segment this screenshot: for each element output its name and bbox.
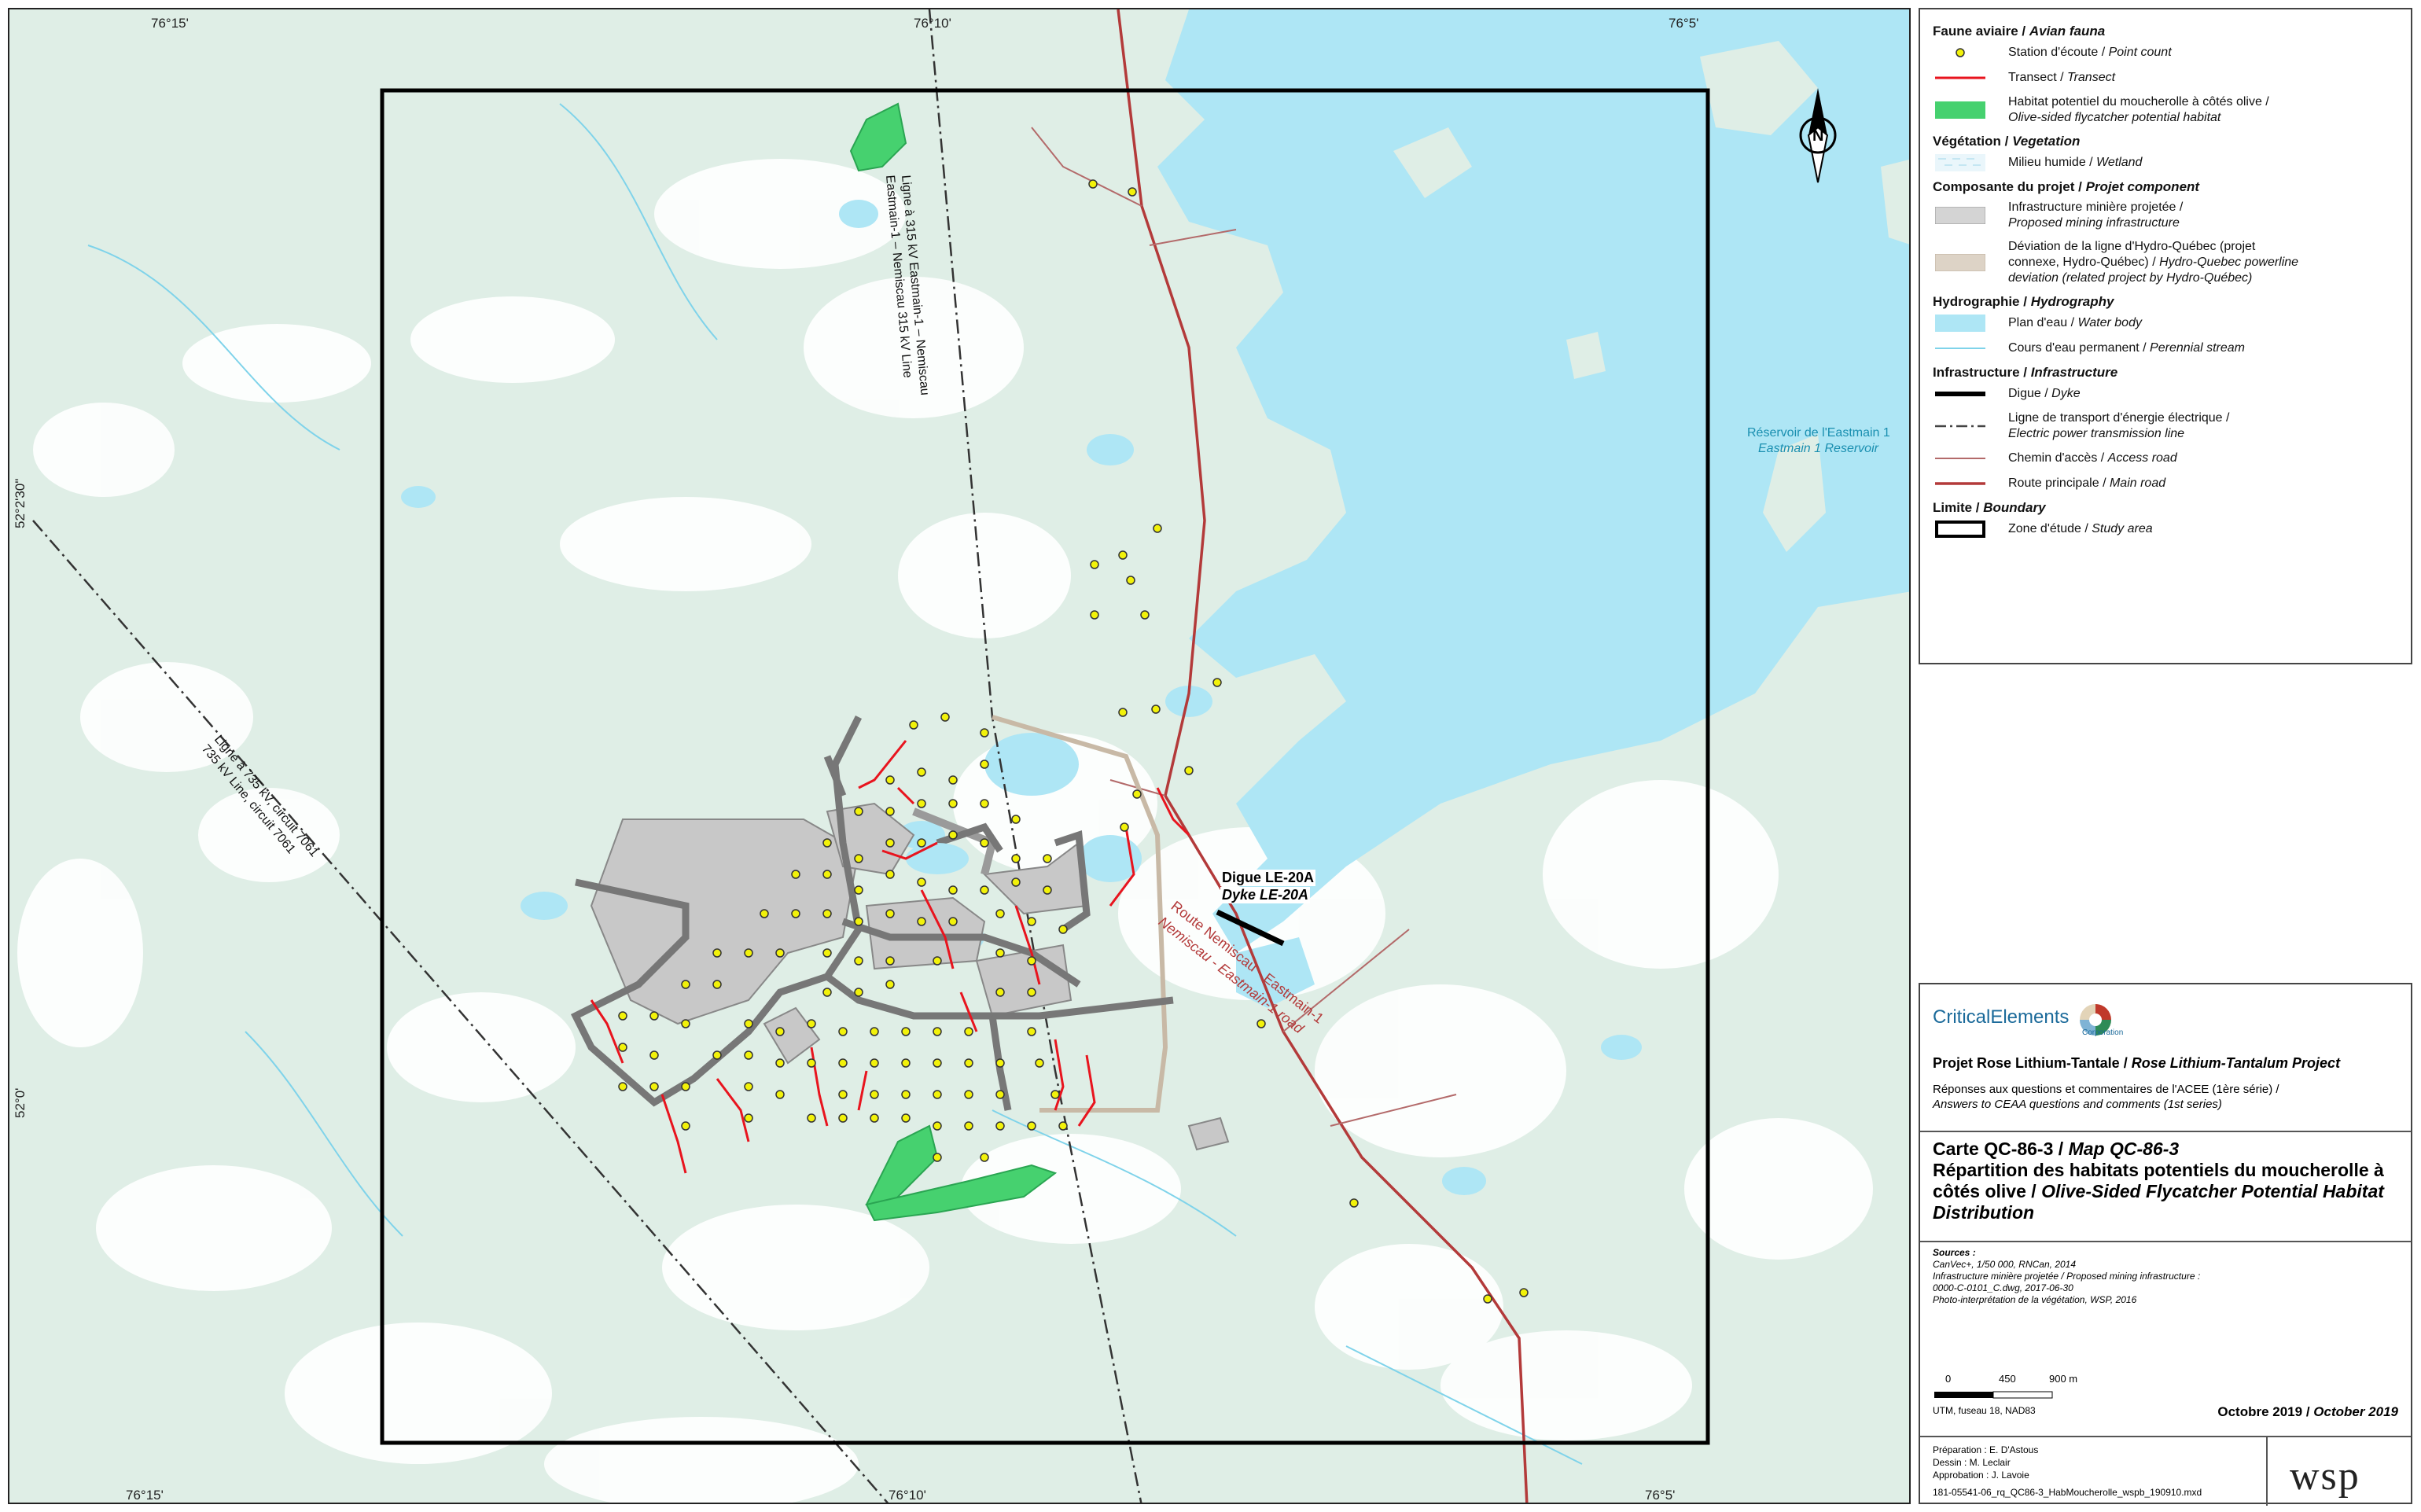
powerline-icon <box>1935 425 1985 428</box>
responses-note: Réponses aux questions et commentaires d… <box>1933 1083 2279 1111</box>
company-logo-icon <box>2079 1004 2111 1036</box>
legend-dyke: Digue / Dyke <box>1933 385 2398 403</box>
wetland-icon <box>1935 154 1985 171</box>
reservoir-label-en: Eastmain 1 Reservoir <box>1758 442 1878 455</box>
legend-access-road: Chemin d'accès / Access road <box>1933 450 2398 467</box>
svg-text:N: N <box>1812 127 1823 145</box>
habitat-icon <box>1935 101 1985 119</box>
transect-icon <box>1935 76 1985 79</box>
stream-icon <box>1935 348 1985 349</box>
legend-main-road: Route principale / Main road <box>1933 475 2398 492</box>
dyke-le20a <box>1216 909 1285 947</box>
coord-left-2: 52°0' <box>13 1087 28 1118</box>
mine-water <box>906 843 969 874</box>
study-area-boundary <box>380 88 1710 1445</box>
access-road-icon <box>1935 458 1985 459</box>
deviation-icon <box>1935 254 1985 271</box>
legend-study-area: Zone d'étude / Study area <box>1933 521 2398 538</box>
coord-bottom-1: 76°15' <box>126 1488 164 1503</box>
north-arrow-icon: N <box>1799 88 1837 183</box>
legend-infra-title: Infrastructure / Infrastructure <box>1933 365 2118 380</box>
mining-infrastructure <box>570 715 1230 1151</box>
point-counts <box>618 179 1529 1304</box>
legend-panel: Faune aviaire / Avian fauna Station d'éc… <box>1919 8 2412 664</box>
transects <box>590 740 1190 1174</box>
point-count-icon <box>1956 48 1965 57</box>
legend-powerline: Ligne de transport d'énergie électrique … <box>1933 410 2398 442</box>
coord-bottom-3: 76°5' <box>1645 1488 1676 1503</box>
open-areas <box>17 159 1873 1503</box>
powerline-735kv <box>32 520 889 1503</box>
project-name: Projet Rose Lithium-Tantale / Rose Lithi… <box>1933 1055 2341 1071</box>
main-road-icon <box>1935 482 1985 485</box>
legend-wetland: Milieu humide / Wetland <box>1933 154 2398 171</box>
powerline-deviation <box>992 715 1168 1113</box>
habitat-polygons <box>849 102 1058 1222</box>
wsp-logo: wsp <box>2290 1454 2360 1499</box>
islands <box>1393 41 1909 552</box>
water-body-icon <box>1935 315 1985 332</box>
legend-limit-title: Limite / Boundary <box>1933 500 2046 515</box>
reservoir-label-fr: Réservoir de l'Eastmain 1 <box>1747 426 1890 440</box>
coord-bottom-2: 76°10' <box>889 1488 926 1503</box>
legend-transect: Transect / Transect <box>1933 69 2398 86</box>
scale-bar: 0 450 900 m UTM, fuseau 18, NAD83 <box>1933 1373 2078 1416</box>
legend-project-title: Composante du projet / Projet component <box>1933 179 2200 194</box>
legend-point-count: Station d'écoute / Point count <box>1933 44 2398 61</box>
coord-top-1: 76°15' <box>151 16 189 31</box>
legend-habitat: Habitat potentiel du moucherolle à côtés… <box>1933 94 2398 126</box>
legend-deviation: Déviation de la ligne d'Hydro-Québec (pr… <box>1933 239 2398 286</box>
coord-top-2: 76°10' <box>914 16 951 31</box>
company-logo: CriticalElements Corporation <box>1920 1000 2411 1037</box>
map-title: Carte QC-86-3 / Map QC-86-3 Répartition … <box>1933 1139 2384 1223</box>
credits: Préparation : E. D'Astous Dessin : M. Le… <box>1933 1444 2202 1498</box>
study-area-icon <box>1935 521 1985 538</box>
dyke-label-fr: Digue LE-20A <box>1220 870 1316 886</box>
streams <box>87 103 1583 1465</box>
water-bodies <box>401 9 1909 1195</box>
sources: Sources : CanVec+, 1/50 000, RNCan, 2014… <box>1933 1247 2201 1305</box>
mining-infrastructure-icon <box>1935 207 1985 224</box>
legend-hydro-title: Hydrographie / Hydrography <box>1933 294 2114 309</box>
dyke-icon <box>1935 392 1985 396</box>
main-road <box>1117 9 1529 1503</box>
scale-bar-graphic <box>1934 1391 2053 1399</box>
legend-vegetation-title: Végétation / Vegetation <box>1933 134 2081 149</box>
map-date: Octobre 2019 / October 2019 <box>2217 1404 2398 1419</box>
legend-avian-title: Faune aviaire / Avian fauna <box>1933 24 2106 39</box>
map-canvas: N <box>9 9 1909 1503</box>
legend-water-body: Plan d'eau / Water body <box>1933 315 2398 332</box>
coord-left-1: 52°2'30" <box>13 478 28 528</box>
legend-stream: Cours d'eau permanent / Perennial stream <box>1933 340 2398 357</box>
dyke-label-en: Dyke LE-20A <box>1220 887 1311 903</box>
title-block: CriticalElements Corporation Projet Rose… <box>1919 983 2412 1506</box>
coord-top-3: 76°5' <box>1669 16 1699 31</box>
map-view[interactable]: N 76°15' 76°10' 76°5' 76°15' 76°10' 76°5… <box>8 8 1911 1504</box>
legend-mining-infrastructure: Infrastructure minière projetée / Propos… <box>1933 200 2398 231</box>
